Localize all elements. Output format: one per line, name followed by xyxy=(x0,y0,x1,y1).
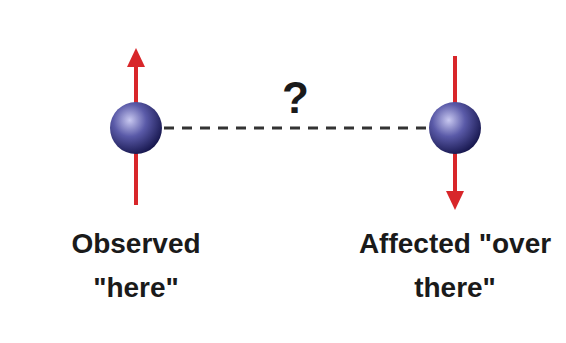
spin-arrowhead xyxy=(127,48,145,67)
spin-arrowhead xyxy=(446,191,464,210)
particle-node: Observed "here" xyxy=(31,40,241,310)
particle-node: Affected "over there" xyxy=(350,40,560,310)
particle-label: Observed "here" xyxy=(31,222,241,310)
particle-sphere xyxy=(350,40,560,212)
particle-sphere xyxy=(31,40,241,212)
particle-label: Affected "over there" xyxy=(350,222,560,310)
dashed-connector xyxy=(164,127,427,130)
particle-ball xyxy=(429,102,481,154)
question-mark: ? xyxy=(278,74,313,122)
particle-ball xyxy=(110,102,162,154)
